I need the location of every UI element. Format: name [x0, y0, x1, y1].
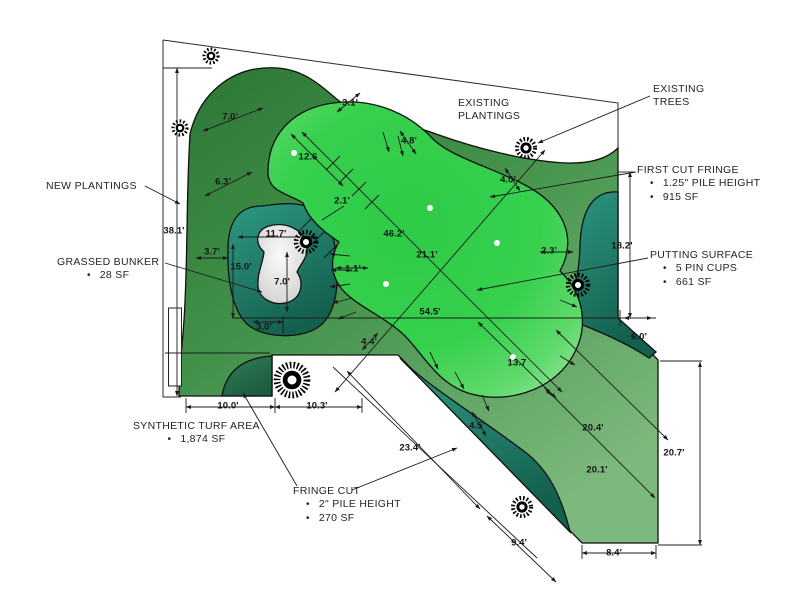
plan-line — [242, 392, 298, 487]
plan-line — [297, 217, 313, 233]
plan-line — [290, 133, 344, 187]
leader-lines — [144, 95, 651, 491]
plan-line — [523, 145, 529, 151]
plan-line — [310, 230, 326, 246]
plan-line — [162, 40, 181, 398]
tree-icon — [510, 495, 534, 519]
plan-line — [287, 375, 297, 385]
pin-cup-icon — [383, 281, 389, 287]
plan-line — [351, 181, 367, 197]
plan-line — [399, 130, 417, 155]
tree-icon — [565, 272, 591, 298]
plan-line — [481, 394, 490, 412]
synthetic-dark-corner-zone — [221, 355, 273, 397]
plan-line — [202, 107, 264, 132]
plan-line — [514, 136, 538, 160]
plan-line — [537, 95, 651, 144]
property-boundary — [162, 39, 619, 398]
plan-line — [575, 282, 581, 288]
plan-line — [337, 311, 357, 320]
plan-line — [364, 194, 380, 210]
plan-line — [519, 504, 525, 510]
plan-line — [164, 262, 263, 293]
plan-line — [346, 370, 481, 510]
plan-line — [476, 257, 649, 292]
pin-cups — [291, 150, 516, 360]
plan-line — [544, 387, 656, 499]
tree-icon — [293, 229, 319, 255]
tree-icon — [171, 119, 189, 137]
edge-feature — [168, 307, 182, 387]
plan-line — [293, 229, 319, 255]
tree-icon — [273, 361, 311, 399]
plan-line — [162, 39, 619, 150]
plan-line — [204, 171, 253, 197]
pin-cup-icon — [510, 354, 516, 360]
plan-line — [202, 47, 220, 65]
pin-cup-icon — [291, 150, 297, 156]
plan-line — [144, 185, 181, 205]
tree-icon — [202, 47, 220, 65]
plan-line — [351, 447, 458, 491]
plan-line — [336, 92, 361, 113]
tree-icon — [514, 136, 538, 160]
plan-line — [486, 515, 557, 583]
plan-line — [171, 119, 189, 137]
turf-zones — [168, 67, 659, 544]
plan-line — [565, 272, 591, 298]
pin-cup-icon — [427, 205, 433, 211]
plan-line — [429, 351, 439, 370]
slope-arrows — [297, 131, 578, 412]
plan-line — [559, 299, 578, 308]
plan-line — [510, 495, 534, 519]
plan-line — [489, 171, 637, 199]
plan-line — [303, 239, 309, 245]
dimension-lines — [163, 67, 702, 583]
plan-line — [208, 53, 214, 59]
plan-line — [504, 167, 521, 192]
plan-line — [177, 125, 183, 131]
plan-line — [471, 411, 487, 437]
pin-cup-icon — [494, 240, 500, 246]
plan-line — [361, 332, 379, 351]
plan-line — [329, 283, 351, 289]
plan-line — [332, 366, 538, 559]
plan-line — [397, 135, 404, 157]
plan-line — [323, 243, 339, 259]
plan-line — [539, 381, 552, 396]
plan-line — [332, 297, 353, 304]
tree-symbols — [171, 47, 591, 519]
plan-line — [382, 131, 390, 153]
plan-line — [454, 371, 465, 390]
grassed-bunker-zone — [257, 224, 308, 305]
plan-line — [559, 355, 576, 366]
plan-line — [325, 155, 341, 171]
plan-line — [273, 361, 311, 399]
plan-line — [321, 205, 345, 221]
plan-line — [329, 252, 351, 257]
plan-line — [338, 168, 354, 184]
